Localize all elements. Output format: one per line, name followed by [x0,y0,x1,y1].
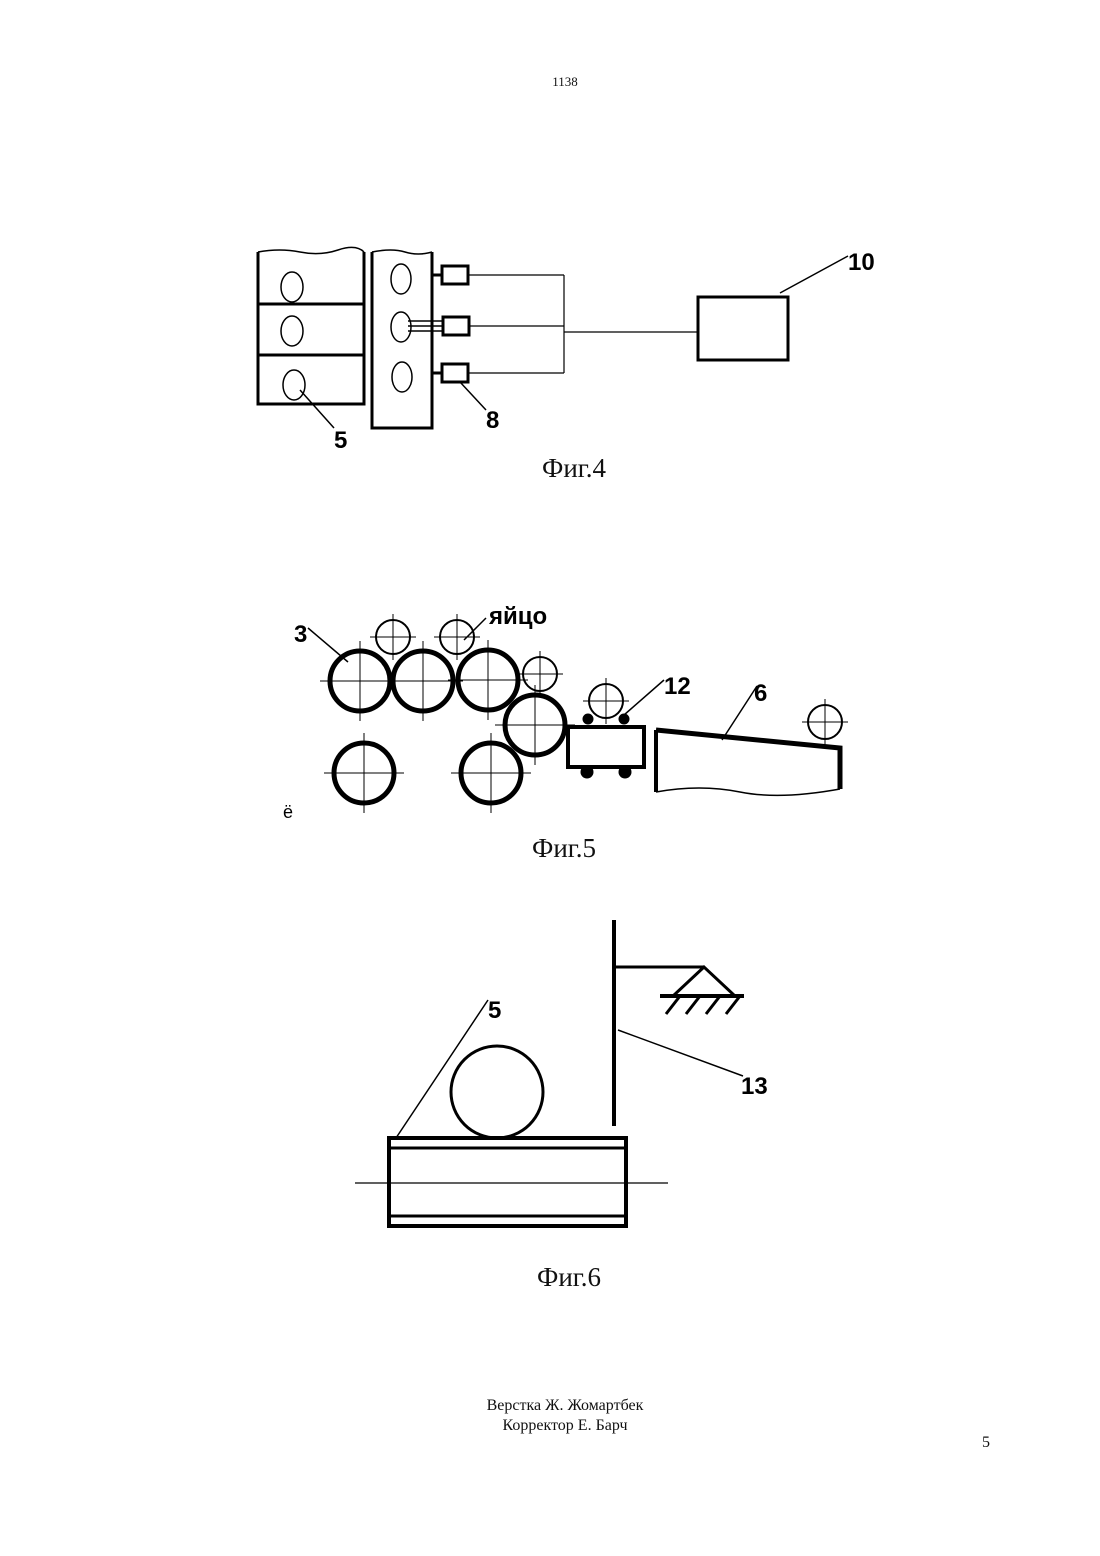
leader-5b [396,1000,488,1138]
rollers-upper [320,640,575,765]
sensors [408,266,469,382]
label-8: 8 [486,407,499,434]
leader-12 [624,680,664,715]
figure-5-caption: Фиг.5 [532,833,596,863]
leader-8 [460,382,486,410]
page-number: 5 [982,1434,990,1452]
chute [656,730,840,795]
label-10: 10 [848,249,875,276]
wiring [468,275,698,373]
label-egg: яйцо [488,603,547,630]
figure-4: 10 8 5 Фиг.4 [258,247,875,483]
figure-4-caption: Фиг.4 [542,453,607,483]
figure-5 [308,614,848,813]
lever-13 [614,920,744,1126]
label-13: 13 [741,1073,768,1100]
leader-3 [308,628,348,662]
label-6: 6 [754,680,767,707]
label-5b: 5 [488,997,501,1024]
rollers-lower [324,733,531,813]
credits-block: Верстка Ж. Жомартбек Корректор Е. Барч [0,1396,1100,1436]
label-5: 5 [334,427,347,454]
figure-6 [355,920,744,1226]
leader-6 [722,686,757,740]
label-3: 3 [294,621,307,648]
proofreader-credit: Корректор Е. Барч [0,1416,1100,1436]
label-12: 12 [664,673,691,700]
leader-5 [300,390,334,428]
leader-13 [618,1030,743,1076]
leader-10 [780,256,848,293]
cell-tray [355,1138,668,1226]
egg-circle [451,1046,543,1138]
cassette-right [372,250,432,428]
stray-mark: ё [283,802,293,822]
layout-credit: Верстка Ж. Жомартбек [0,1396,1100,1416]
cassette-left [258,247,364,404]
control-unit-box [698,297,788,360]
figure-6-caption: Фиг.6 [537,1262,601,1292]
